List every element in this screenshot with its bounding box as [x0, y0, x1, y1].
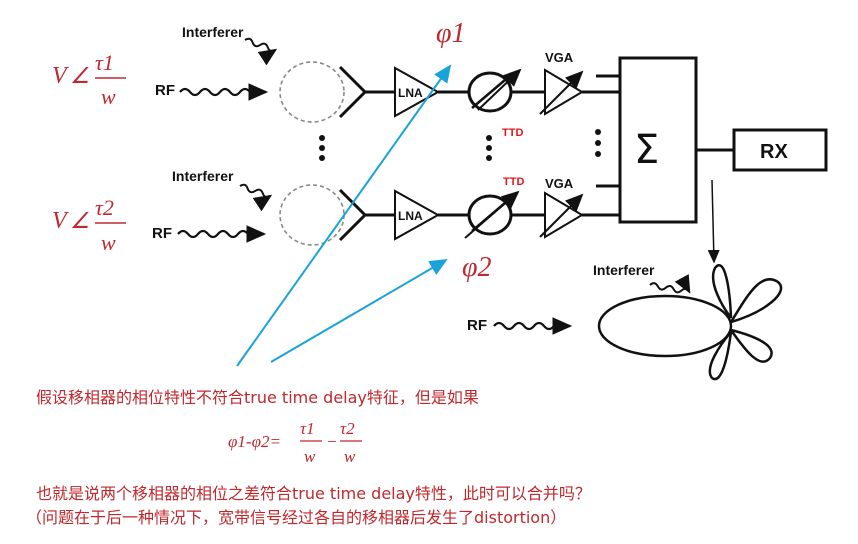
formula-tau1: τ1	[300, 419, 315, 438]
amplitude-phase-top: V ∠ τ1 w	[52, 50, 126, 109]
antenna-pattern-top	[279, 61, 345, 123]
antenna-pattern-bottom	[279, 184, 345, 246]
side-lobe-upper	[729, 278, 783, 324]
phase-difference-formula: φ1-φ2= τ1 w − τ2 w	[228, 419, 362, 466]
rf-wave-bottom	[177, 225, 267, 243]
v-symbol-bottom: V	[52, 208, 69, 234]
bottom-channel: Interferer RF LNA TTD VGA	[152, 168, 620, 246]
phi-diff-text: φ1-φ2=	[228, 432, 281, 451]
rf-label-bottom: RF	[152, 225, 172, 242]
w-top: w	[101, 84, 116, 109]
interferer-wave-top	[244, 37, 278, 66]
formula-w1: w	[304, 447, 316, 466]
side-lobe-lower	[729, 328, 773, 363]
interferer-label-top: Interferer	[182, 24, 244, 40]
interferer-label-bottom: Interferer	[172, 168, 234, 184]
v-symbol-top: V	[52, 63, 69, 89]
side-lobe-bottom	[708, 331, 733, 381]
vga-top-icon	[544, 68, 584, 116]
vga-label-top: VGA	[545, 50, 574, 65]
formula-minus: −	[326, 432, 337, 451]
vga-bottom-icon	[544, 191, 584, 239]
sum-symbol: Σ	[634, 127, 659, 173]
combiner-box	[618, 56, 698, 224]
lna-top-icon	[394, 66, 441, 118]
rx-label: RX	[760, 141, 788, 163]
note-line-3: （问题在于后一种情况下，宽带信号经过各自的移相器后发生了distortion）	[26, 508, 567, 527]
vga-label-bottom: VGA	[545, 176, 574, 191]
amplitude-phase-bottom: V ∠ τ2 w	[52, 195, 126, 255]
interferer-wave-bottom	[239, 183, 273, 212]
tau2-bottom: τ2	[95, 195, 114, 220]
formula-w2: w	[344, 447, 356, 466]
ellipsis-vertical	[319, 129, 601, 161]
rf-wave-top	[179, 83, 269, 101]
angle-symbol-top: ∠	[70, 63, 90, 88]
rx-box	[732, 128, 828, 172]
pattern-arrow	[707, 179, 720, 264]
angle-symbol-bottom: ∠	[70, 208, 90, 233]
ttd-label-bottom: TTD	[503, 176, 524, 188]
rf-wave-pattern	[493, 317, 573, 335]
lna-bottom-icon	[394, 189, 441, 241]
formula-tau2: τ2	[340, 419, 355, 438]
rf-label-top: RF	[155, 82, 175, 99]
arrow-to-phi1	[236, 64, 452, 367]
note-line-2: 也就是说两个移相器的相位之差符合true time delay特性，此时可以合并…	[36, 484, 591, 503]
beam-pattern: Interferer RF	[467, 262, 783, 381]
interferer-wave-pattern	[649, 274, 691, 294]
phi1-label: φ1	[436, 18, 466, 49]
lna-label-bottom: LNA	[398, 209, 423, 223]
rf-label-pattern: RF	[467, 317, 487, 334]
arrow-to-phi2	[270, 258, 448, 363]
lna-label-top: LNA	[398, 86, 423, 100]
tau1-top: τ1	[95, 50, 114, 75]
main-lobe	[597, 294, 733, 358]
side-lobe-top	[712, 264, 733, 319]
interferer-label-pattern: Interferer	[593, 262, 655, 278]
ttd-label-mid: TTD	[502, 127, 523, 139]
w-bottom: w	[101, 230, 116, 255]
phi2-label: φ2	[462, 252, 492, 283]
top-channel: Interferer RF LNA VGA	[155, 24, 620, 123]
note-line-1: 假设移相器的相位特性不符合true time delay特征，但是如果	[36, 388, 479, 407]
